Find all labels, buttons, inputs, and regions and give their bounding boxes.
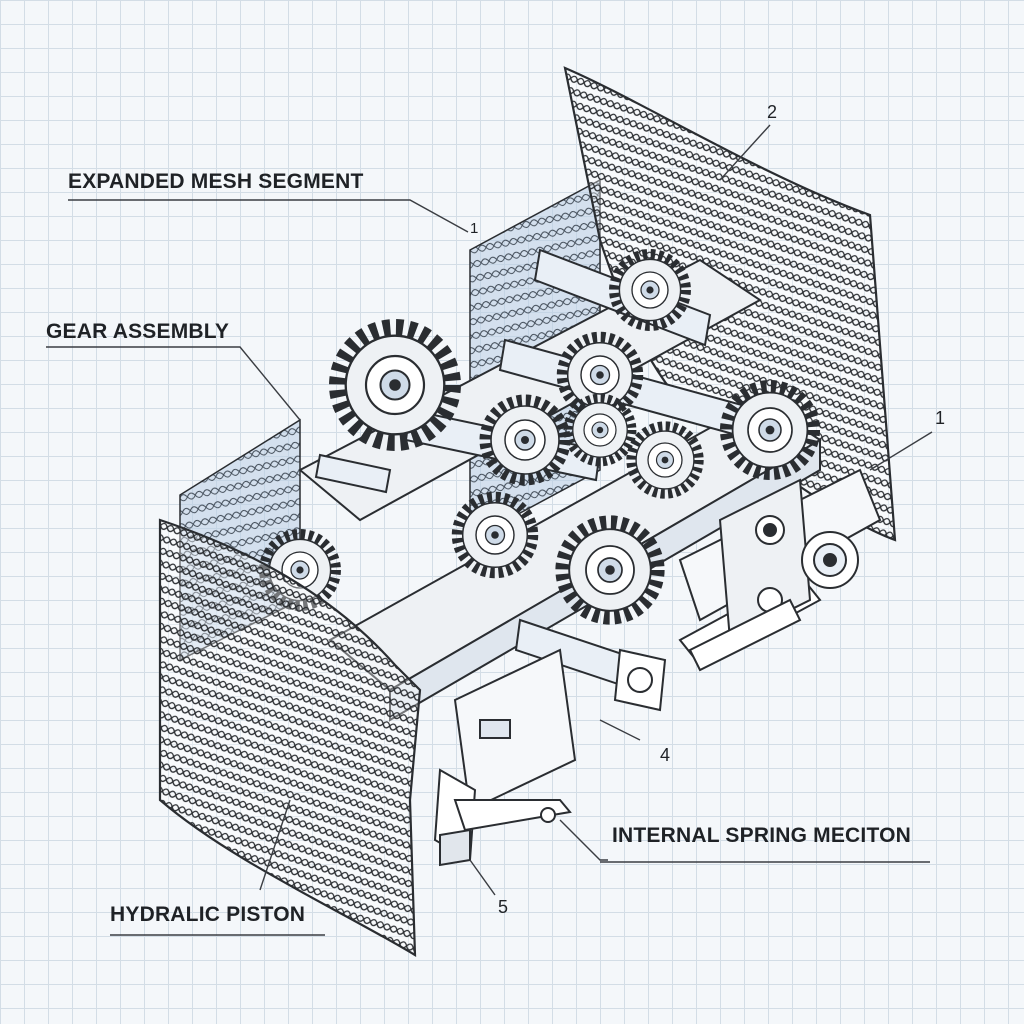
callout-number-2: 2	[767, 102, 778, 122]
label-internal-spring-meciton: INTERNAL SPRING MECITON	[612, 824, 912, 847]
label-expanded-mesh-segment: EXPANDED MESH SEGMENT	[68, 170, 364, 193]
leader-lines	[46, 124, 933, 936]
gear-large-left	[337, 327, 453, 443]
lower-bracket	[433, 648, 667, 867]
left-front-mesh-panel	[158, 518, 422, 957]
callout-number-5: 5	[498, 897, 509, 917]
callout-number-1-top: 1	[470, 220, 479, 237]
callout-number-1-right: 1	[935, 408, 946, 428]
label-hydralic-piston: HYDRALIC PISTON	[110, 903, 306, 926]
callout-number-4: 4	[660, 745, 671, 765]
label-gear-assembly: GEAR ASSEMBLY	[46, 320, 230, 343]
pulley-assembly	[688, 478, 859, 672]
